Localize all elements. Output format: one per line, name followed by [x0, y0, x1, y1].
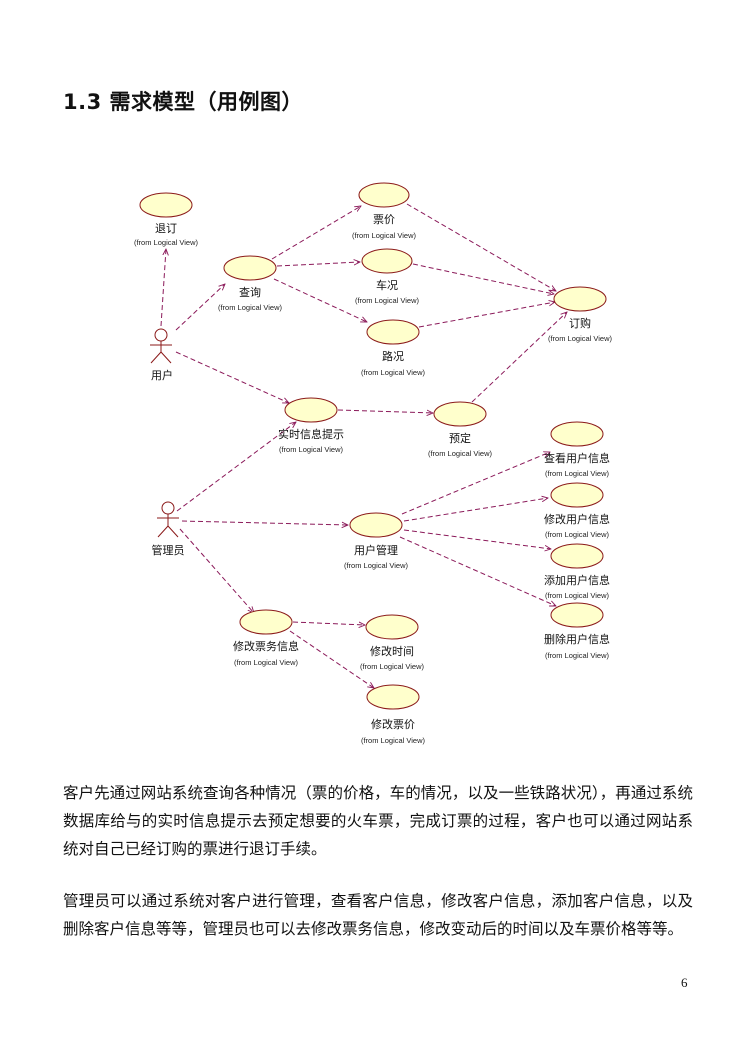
uc-label: 修改票价: [371, 717, 415, 731]
actor-user-icon: [150, 328, 172, 364]
uc-from-label: (from Logical View): [279, 445, 344, 454]
use-case-labels: 退订 (from Logical View) 票价 (from Logical …: [134, 213, 613, 745]
uc-label: 车况: [376, 278, 398, 292]
uc-from-label: (from Logical View): [218, 303, 283, 312]
uc-tianjia-ellipse: [550, 543, 604, 569]
page-number: 6: [681, 975, 688, 990]
uc-from-label: (from Logical View): [545, 469, 610, 478]
edge-user-shishi: [175, 351, 289, 403]
uc-chakuang-ellipse: [361, 248, 413, 274]
uc-xgpw-ellipse: [239, 609, 293, 635]
uc-label: 预定: [449, 431, 471, 445]
uc-from-label: (from Logical View): [352, 231, 417, 240]
actor-admin-icon: [157, 501, 179, 538]
uc-xgsj-ellipse: [365, 614, 419, 640]
uc-label: 用户管理: [354, 543, 398, 557]
uc-label: 修改用户信息: [544, 512, 610, 526]
uc-label: 查询: [239, 285, 261, 299]
edge-xgpw-xgpj: [289, 630, 374, 688]
uc-label: 删除用户信息: [544, 632, 610, 646]
uc-tuiding-ellipse: [139, 192, 193, 218]
uc-label: 退订: [155, 222, 177, 235]
uc-from-label: (from Logical View): [355, 296, 420, 305]
edge-yhgl-shanchu: [399, 536, 556, 606]
edge-user-chaxun: [175, 284, 225, 331]
edge-user-tuiding: [160, 249, 166, 327]
edge-chakuang-dinggou: [412, 263, 554, 294]
associations: [160, 203, 567, 688]
uc-from-label: (from Logical View): [428, 449, 493, 458]
uc-from-label: (from Logical View): [545, 591, 610, 600]
uc-dinggou-ellipse: [553, 286, 607, 312]
edge-chaxun-chakuang: [276, 262, 360, 267]
section-heading: 1.3 需求模型（用例图）: [63, 90, 304, 114]
uc-label: 票价: [373, 213, 395, 226]
uc-from-label: (from Logical View): [361, 736, 426, 745]
paragraph-customer-flow: 客户先通过网站系统查询各种情况（票的价格，车的情况，以及一些铁路状况），再通过系…: [63, 784, 693, 858]
uc-from-label: (from Logical View): [360, 662, 425, 671]
actor-user-label: 用户: [151, 368, 173, 382]
edge-yhgl-tianjia: [403, 529, 551, 549]
edge-yuding-dinggou: [471, 312, 567, 403]
uc-yuding-ellipse: [433, 401, 487, 427]
uc-from-label: (from Logical View): [344, 561, 409, 570]
uc-from-label: (from Logical View): [545, 530, 610, 539]
edge-chaxun-piaojia: [271, 206, 361, 260]
uc-label: 实时信息提示: [278, 427, 344, 441]
uc-xgpj-ellipse: [366, 684, 420, 710]
uc-from-label: (from Logical View): [134, 238, 199, 247]
use-case-ellipses: [139, 182, 607, 710]
uc-chaxun-ellipse: [223, 255, 277, 281]
uc-from-label: (from Logical View): [234, 658, 299, 667]
uc-from-label: (from Logical View): [361, 368, 426, 377]
uc-label: 修改时间: [370, 644, 414, 658]
edge-piaojia-dinggou: [406, 203, 556, 291]
uc-lukuang-ellipse: [366, 319, 420, 345]
uc-xiugaiyh-ellipse: [550, 482, 604, 508]
paragraph-admin-flow: 管理员可以通过系统对客户进行管理，查看客户信息，修改客户信息，添加客户信息，以及…: [63, 892, 693, 938]
uc-chakan-ellipse: [550, 421, 604, 447]
actor-admin-label: 管理员: [152, 543, 185, 557]
uc-shanchu-ellipse: [550, 602, 604, 628]
edge-xgpw-xgsj: [292, 621, 365, 625]
use-case-diagram: 用户 管理员 退订 (from Logical View) 票价 (from L…: [134, 182, 613, 745]
edge-yhgl-xiugaiyh: [403, 498, 548, 522]
edge-lukuang-dinggou: [418, 302, 555, 328]
uc-shishi-ellipse: [284, 397, 338, 423]
uc-label: 查看用户信息: [544, 451, 610, 465]
edge-admin-yhgl: [181, 520, 348, 525]
uc-label: 修改票务信息: [233, 639, 299, 653]
uc-label: 路况: [382, 350, 404, 363]
edge-admin-shishi: [176, 422, 296, 512]
uc-label: 添加用户信息: [544, 573, 610, 587]
edge-admin-xgpw: [179, 528, 254, 613]
uc-from-label: (from Logical View): [545, 651, 610, 660]
uc-from-label: (from Logical View): [548, 334, 613, 343]
edge-shishi-yuding: [337, 409, 433, 413]
uc-yhgl-ellipse: [349, 512, 403, 538]
uc-piaojia-ellipse: [358, 182, 410, 208]
edge-yhgl-chakan: [401, 452, 550, 515]
uc-label: 订购: [569, 316, 591, 330]
edge-chaxun-lukuang: [273, 278, 367, 322]
